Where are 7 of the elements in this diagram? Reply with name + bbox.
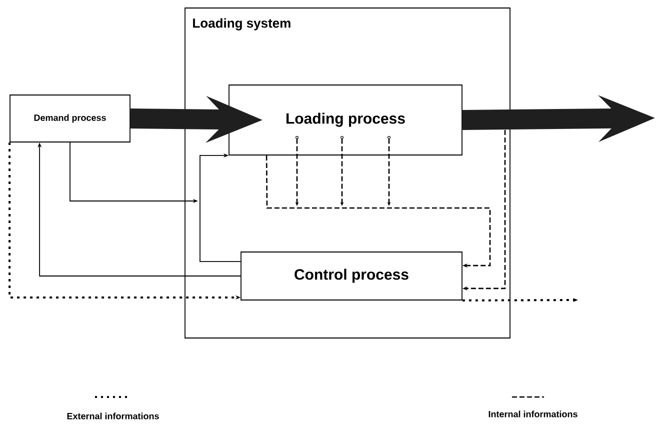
process-box: Control process: [240, 252, 462, 300]
arrow: [266, 155, 491, 268]
legend-label: Internal informations: [488, 410, 578, 418]
legend-label: External informations: [67, 412, 159, 420]
process-box: Demand process: [10, 94, 130, 142]
arrow: [200, 153, 241, 262]
process-box: Loading process: [228, 84, 462, 156]
